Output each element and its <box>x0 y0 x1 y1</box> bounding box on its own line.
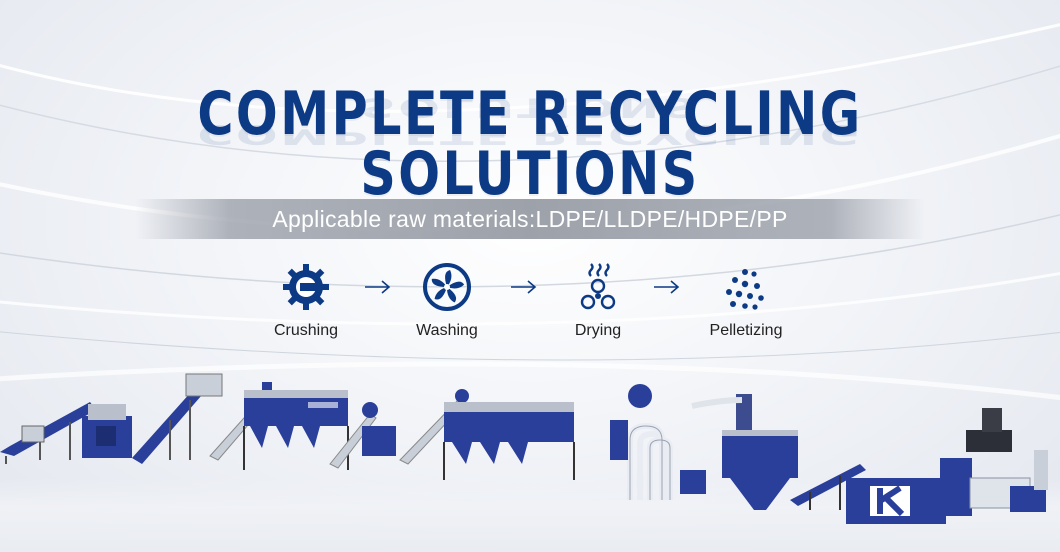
crusher-machine <box>82 404 132 458</box>
pelletizing-extruder <box>846 408 1048 524</box>
step-label-drying: Drying <box>574 322 622 339</box>
step-label-pelletizing: Pelletizing <box>709 322 783 339</box>
extruder-feed-conveyor <box>790 464 866 510</box>
step-label-washing: Washing <box>416 322 478 339</box>
feed-conveyor-1 <box>0 402 96 464</box>
washing-fan-icon <box>423 263 471 311</box>
arrow-right-icon <box>511 280 537 294</box>
process-step-drying: Drying <box>538 262 658 340</box>
storage-silo <box>691 394 798 510</box>
washing-tank-2 <box>399 389 575 480</box>
process-step-pelletizing: Pelletizing <box>686 262 806 340</box>
dryer-blower <box>610 384 706 494</box>
process-step-crushing: Crushing <box>246 262 366 340</box>
drying-steam-icon <box>580 263 616 310</box>
arrow-right-icon <box>654 280 680 294</box>
process-step-washing: Washing <box>387 262 507 340</box>
dewatering-machine-1 <box>329 402 396 469</box>
headline-title: COMPLETE RECYCLING SOLUTIONS <box>197 79 863 209</box>
materials-bar: Applicable raw materials:LDPE/LLDPE/HDPE… <box>135 199 925 239</box>
headline-reflection: COMPLETE RECYCLING SOLUTIONS <box>197 91 863 151</box>
pellets-icon <box>726 269 764 310</box>
arrow-right-icon <box>365 280 391 294</box>
materials-text: Applicable raw materials:LDPE/LLDPE/HDPE… <box>272 205 788 232</box>
washing-tank-1 <box>209 382 349 470</box>
feed-conveyor-2 <box>132 373 223 464</box>
thermal-dryer-pipes-outline <box>629 425 671 500</box>
recycling-production-line <box>0 373 1048 524</box>
crushing-gear-icon <box>283 264 329 310</box>
step-label-crushing: Crushing <box>273 322 339 339</box>
